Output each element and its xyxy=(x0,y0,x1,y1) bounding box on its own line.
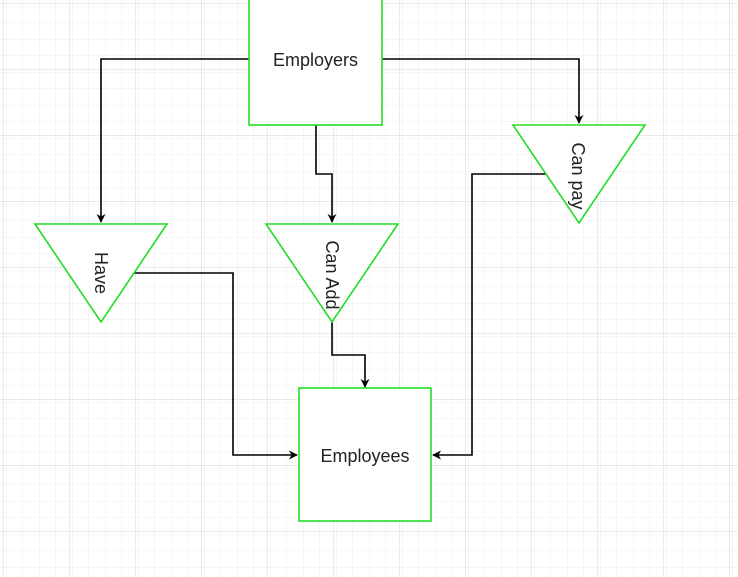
node-can-pay-label: Can pay xyxy=(568,142,588,209)
node-employers-shape xyxy=(248,0,383,126)
node-can-add-shape xyxy=(264,223,400,324)
node-have-label: Have xyxy=(91,252,111,294)
edge-employers-to-can-pay[interactable] xyxy=(382,58,584,124)
node-employees-shape xyxy=(298,387,432,522)
edge-employers-to-have[interactable] xyxy=(96,58,249,223)
node-have[interactable]: Have xyxy=(33,223,169,324)
edge-can-add-to-employees[interactable] xyxy=(331,322,370,388)
node-employers[interactable]: Employers xyxy=(248,0,383,126)
node-employees-label: Employees xyxy=(320,446,409,466)
node-employees[interactable]: Employees xyxy=(298,387,432,522)
node-can-add-label: Can Add xyxy=(322,240,342,309)
node-can-pay-shape xyxy=(511,124,647,225)
node-employers-label: Employers xyxy=(273,50,358,70)
edge-have-to-employees[interactable] xyxy=(134,272,298,460)
edge-can-pay-to-employees[interactable] xyxy=(432,173,546,460)
node-have-shape xyxy=(33,223,169,324)
node-can-pay[interactable]: Can pay xyxy=(511,124,647,225)
edge-employers-to-can-add[interactable] xyxy=(315,125,337,223)
node-can-add[interactable]: Can Add xyxy=(264,223,400,324)
